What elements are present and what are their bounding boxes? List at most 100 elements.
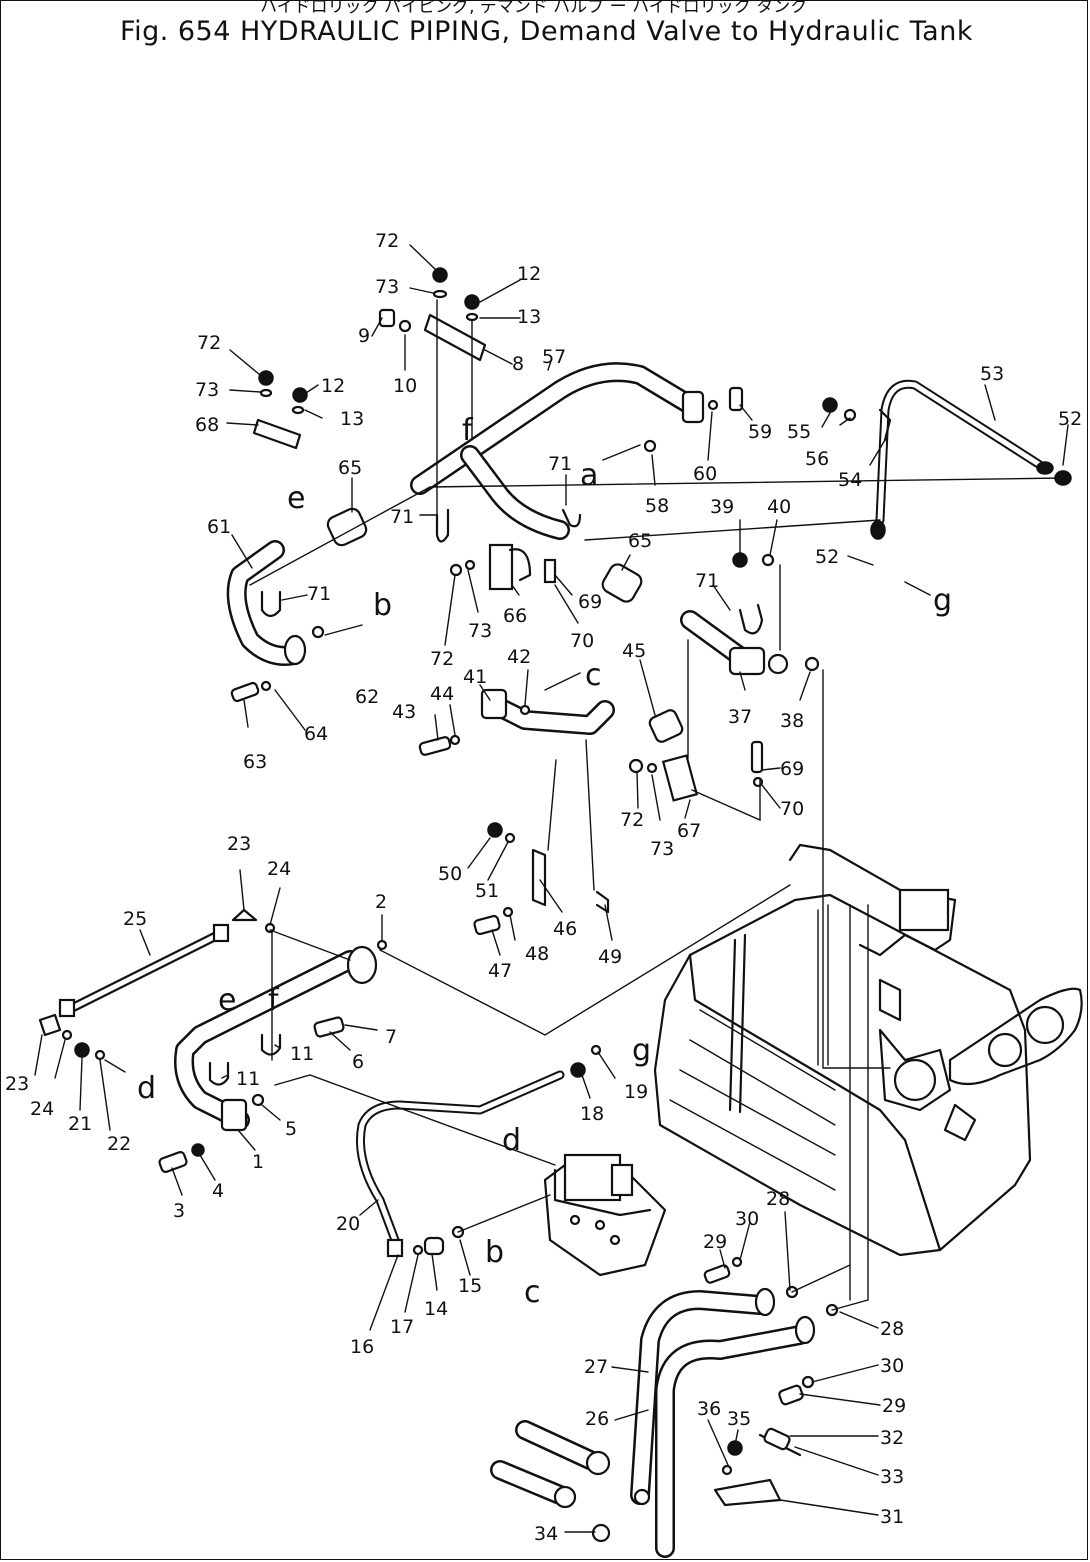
leader-lines bbox=[34, 244, 1069, 1533]
label-39: 39 bbox=[710, 496, 734, 518]
part-labels: 72 73 12 13 9 10 8 57 72 73 12 13 68 65 … bbox=[5, 230, 1082, 1545]
ref-c-valve: c bbox=[524, 1275, 541, 1310]
fittings bbox=[38, 267, 892, 1543]
ref-g-tank: g bbox=[632, 1033, 651, 1068]
label-28-b: 28 bbox=[880, 1318, 904, 1340]
label-30-a: 30 bbox=[735, 1208, 759, 1230]
label-35: 35 bbox=[727, 1408, 751, 1430]
label-59: 59 bbox=[748, 421, 772, 443]
pipe-lower-left bbox=[174, 945, 378, 1132]
label-16: 16 bbox=[350, 1336, 374, 1358]
label-65-right: 65 bbox=[628, 530, 652, 552]
label-63: 63 bbox=[243, 751, 267, 773]
label-57: 57 bbox=[542, 346, 566, 368]
label-46: 46 bbox=[553, 918, 577, 940]
ref-d-valve: d bbox=[502, 1123, 521, 1158]
label-11-a: 11 bbox=[290, 1043, 314, 1065]
ref-d-left: d bbox=[137, 1071, 156, 1106]
label-1: 1 bbox=[252, 1151, 264, 1173]
label-70-mid: 70 bbox=[570, 630, 594, 652]
figure-title: Fig. 654 HYDRAULIC PIPING, Demand Valve … bbox=[120, 16, 973, 47]
label-62: 62 bbox=[355, 686, 379, 708]
label-23-top: 23 bbox=[227, 833, 251, 855]
label-34: 34 bbox=[534, 1523, 558, 1545]
label-60: 60 bbox=[693, 463, 717, 485]
ref-f-top: f bbox=[462, 413, 474, 448]
label-23-left: 23 bbox=[5, 1073, 29, 1095]
label-5: 5 bbox=[285, 1118, 297, 1140]
label-25: 25 bbox=[123, 908, 147, 930]
ref-c-top: c bbox=[585, 658, 602, 693]
label-73-left: 73 bbox=[195, 379, 219, 401]
label-45: 45 bbox=[622, 640, 646, 662]
label-65-left: 65 bbox=[338, 457, 362, 479]
label-49: 49 bbox=[598, 946, 622, 968]
label-68: 68 bbox=[195, 414, 219, 436]
ref-e-low: e bbox=[218, 983, 236, 1018]
pipe-61 bbox=[226, 540, 307, 666]
ref-a: a bbox=[580, 458, 598, 493]
label-44: 44 bbox=[430, 683, 454, 705]
label-8: 8 bbox=[512, 353, 524, 375]
label-58: 58 bbox=[645, 495, 669, 517]
label-6: 6 bbox=[352, 1051, 364, 1073]
rod-25 bbox=[58, 923, 230, 1018]
pipe-26-27 bbox=[630, 1287, 816, 1558]
label-14: 14 bbox=[424, 1298, 448, 1320]
label-10: 10 bbox=[393, 375, 417, 397]
label-41: 41 bbox=[463, 666, 487, 688]
ref-g-right: g bbox=[933, 583, 952, 618]
pipe-mid-right bbox=[680, 610, 789, 676]
label-20: 20 bbox=[336, 1213, 360, 1235]
label-12-left: 12 bbox=[321, 375, 345, 397]
label-61: 61 bbox=[207, 516, 231, 538]
label-72-low: 72 bbox=[620, 809, 644, 831]
hose-53 bbox=[870, 379, 1072, 540]
label-18: 18 bbox=[580, 1103, 604, 1125]
label-22: 22 bbox=[107, 1133, 131, 1155]
label-72-left: 72 bbox=[197, 332, 221, 354]
label-3: 3 bbox=[173, 1200, 185, 1222]
label-38: 38 bbox=[780, 710, 804, 732]
ref-e-top: e bbox=[287, 481, 305, 516]
label-43: 43 bbox=[392, 701, 416, 723]
label-11-b: 11 bbox=[236, 1068, 260, 1090]
label-21: 21 bbox=[68, 1113, 92, 1135]
label-26: 26 bbox=[585, 1408, 609, 1430]
label-64: 64 bbox=[304, 723, 328, 745]
label-52-mid: 52 bbox=[815, 546, 839, 568]
label-36: 36 bbox=[697, 1398, 721, 1420]
label-9: 9 bbox=[358, 325, 370, 347]
reference-letters: f e a b c g e f d g d b c bbox=[137, 413, 952, 1310]
label-40: 40 bbox=[767, 496, 791, 518]
ref-b-top: b bbox=[373, 588, 392, 623]
label-31: 31 bbox=[880, 1506, 904, 1528]
label-27: 27 bbox=[584, 1356, 608, 1378]
label-2: 2 bbox=[375, 891, 387, 913]
label-42: 42 bbox=[507, 646, 531, 668]
label-56: 56 bbox=[805, 448, 829, 470]
label-70-low: 70 bbox=[780, 798, 804, 820]
label-66: 66 bbox=[503, 605, 527, 627]
label-51: 51 bbox=[475, 880, 499, 902]
label-48: 48 bbox=[525, 943, 549, 965]
label-71-d: 71 bbox=[695, 570, 719, 592]
label-73-mid: 73 bbox=[468, 620, 492, 642]
label-24-top: 24 bbox=[267, 858, 291, 880]
ref-f-low: f bbox=[268, 983, 280, 1018]
label-12-top: 12 bbox=[517, 263, 541, 285]
label-52-top: 52 bbox=[1058, 408, 1082, 430]
label-53: 53 bbox=[980, 363, 1004, 385]
pipe-57 bbox=[410, 362, 705, 540]
label-69-mid: 69 bbox=[578, 591, 602, 613]
label-50: 50 bbox=[438, 863, 462, 885]
label-30-b: 30 bbox=[880, 1355, 904, 1377]
label-71-c: 71 bbox=[548, 453, 572, 475]
label-67: 67 bbox=[677, 820, 701, 842]
label-72-mid: 72 bbox=[430, 648, 454, 670]
label-13-top: 13 bbox=[517, 306, 541, 328]
label-7: 7 bbox=[385, 1026, 397, 1048]
label-71-a: 71 bbox=[390, 506, 414, 528]
label-55: 55 bbox=[787, 421, 811, 443]
